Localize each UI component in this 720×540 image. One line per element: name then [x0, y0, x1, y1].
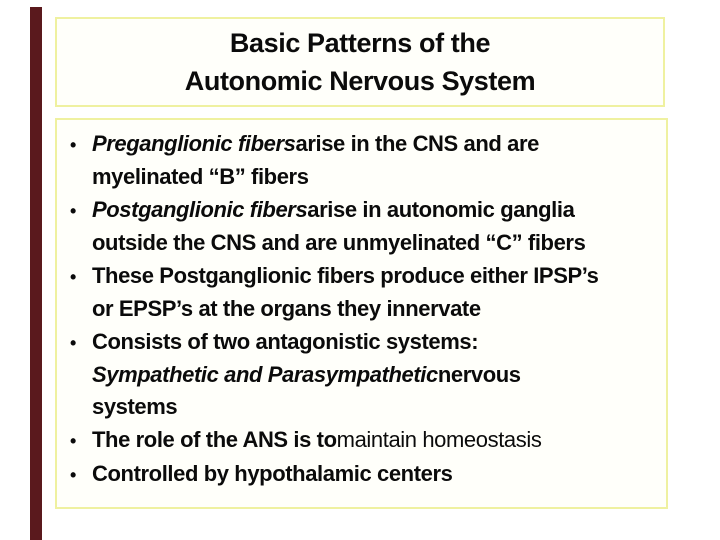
text-segment: maintain homeostasis [336, 427, 542, 452]
bullet-dot-icon: • [70, 201, 76, 221]
text-segment: arise in autonomic ganglia [307, 197, 575, 222]
bullet-item: • Controlled by hypothalamic centers [57, 458, 664, 491]
bullet-line: systems [57, 391, 664, 423]
bullet-dot-icon: • [70, 333, 76, 353]
text-segment: These Postganglionic fibers produce eith… [92, 263, 599, 288]
text-segment: myelinated “B” fibers [92, 164, 309, 189]
bullet-dot-icon: • [70, 135, 76, 155]
text-segment: outside the CNS and are unmyelinated “C”… [92, 230, 586, 255]
text-segment: Consists of two antagonistic systems: [92, 329, 479, 354]
slide-title-line-1: Basic Patterns of the [229, 28, 491, 58]
content-box: • Preganglionic fibers arise in the CNS a… [55, 118, 668, 509]
text-segment: systems [92, 394, 178, 419]
text-segment: Controlled by hypothalamic centers [92, 461, 453, 486]
bullet-dot-icon: • [70, 267, 76, 287]
bullet-line: • Postganglionic fibers arise in autonomi… [57, 194, 664, 227]
text-segment: The role of the ANS is to [92, 427, 337, 452]
text-segment: nervous [437, 362, 521, 387]
slide-title-line-2: Autonomic Nervous System [184, 66, 536, 96]
bullet-item: • Consists of two antagonistic systems: Sy… [57, 326, 664, 423]
title-box: Basic Patterns of the Autonomic Nervous … [55, 17, 665, 107]
bullet-dot-icon: • [70, 465, 76, 485]
bullet-line: Sympathetic and Parasympathetic nervous [57, 359, 664, 391]
bullet-item: • Postganglionic fibers arise in autonomi… [57, 194, 664, 259]
text-segment: Postganglionic fibers [92, 197, 308, 222]
left-accent-bar [30, 7, 42, 540]
bullet-line: • These Postganglionic fibers produce eit… [57, 260, 664, 293]
bullet-line: myelinated “B” fibers [57, 161, 664, 193]
bullet-line: • Controlled by hypothalamic centers [57, 458, 664, 491]
bullet-line: or EPSP’s at the organs they innervate [57, 293, 664, 325]
bullet-list: • Preganglionic fibers arise in the CNS a… [57, 128, 664, 491]
bullet-line: • The role of the ANS is to maintain home… [57, 424, 664, 457]
text-segment: Preganglionic fibers [92, 131, 296, 156]
bullet-item: • Preganglionic fibers arise in the CNS a… [57, 128, 664, 193]
text-segment: arise in the CNS and are [295, 131, 540, 156]
bullet-line: • Preganglionic fibers arise in the CNS a… [57, 128, 664, 161]
bullet-item: • The role of the ANS is to maintain home… [57, 424, 664, 457]
bullet-dot-icon: • [70, 431, 76, 451]
bullet-item: • These Postganglionic fibers produce eit… [57, 260, 664, 325]
text-segment: or EPSP’s at the organs they innervate [92, 296, 481, 321]
bullet-line: outside the CNS and are unmyelinated “C”… [57, 227, 664, 259]
bullet-line: • Consists of two antagonistic systems: [57, 326, 664, 359]
text-segment: Sympathetic and Parasympathetic [92, 362, 438, 387]
